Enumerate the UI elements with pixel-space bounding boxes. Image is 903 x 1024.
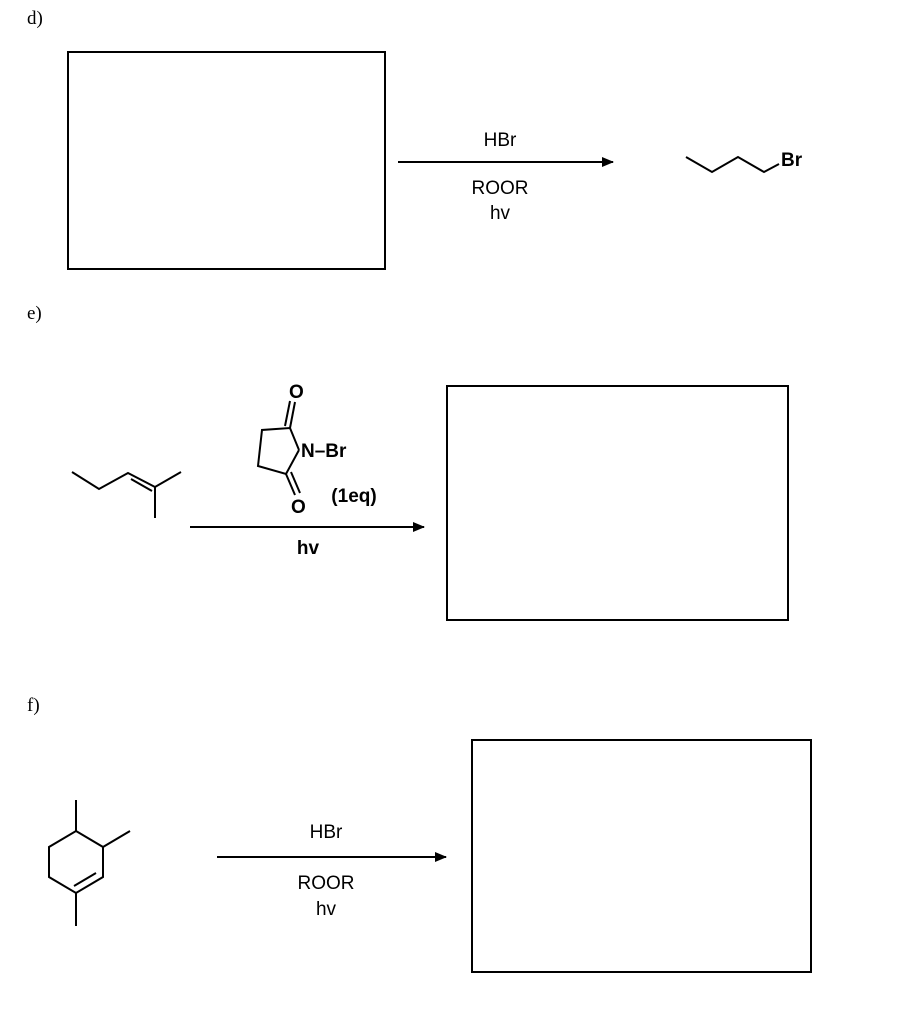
problem-d-reagent-below-2: hv: [489, 203, 511, 224]
problem-e-reagent-below: hv: [296, 538, 320, 559]
problem-f-reagent-below-2: hv: [315, 899, 337, 920]
problem-f-reagent-above: HBr: [309, 822, 343, 843]
problem-d-bromine-atom: Br: [781, 150, 803, 171]
problem-f-reagent-below-1: ROOR: [297, 873, 355, 894]
problem-e-answer-box[interactable]: [446, 385, 789, 621]
nbs-top-oxygen: O: [289, 382, 304, 403]
nbs-bottom-oxygen: O: [291, 497, 306, 518]
problem-e-nbs-structure: O O N–Br: [256, 382, 347, 518]
problem-d-label: d): [27, 8, 43, 29]
problem-f-label: f): [27, 695, 40, 716]
nbs-n-br-label: N–Br: [301, 441, 347, 462]
problem-e-label: e): [27, 303, 42, 324]
problem-d-product-bromobutane: Br: [685, 150, 803, 174]
problem-e-equiv: (1eq): [331, 486, 377, 507]
problem-e-starting-alkene: [71, 471, 182, 518]
problem-f-starting-cycloalkene: [48, 800, 131, 926]
problem-f-answer-box[interactable]: [471, 739, 812, 973]
problem-d-reagent-above: HBr: [483, 130, 517, 151]
problem-d-answer-box[interactable]: [67, 51, 386, 270]
problem-d-reagent-below-1: ROOR: [471, 178, 529, 199]
